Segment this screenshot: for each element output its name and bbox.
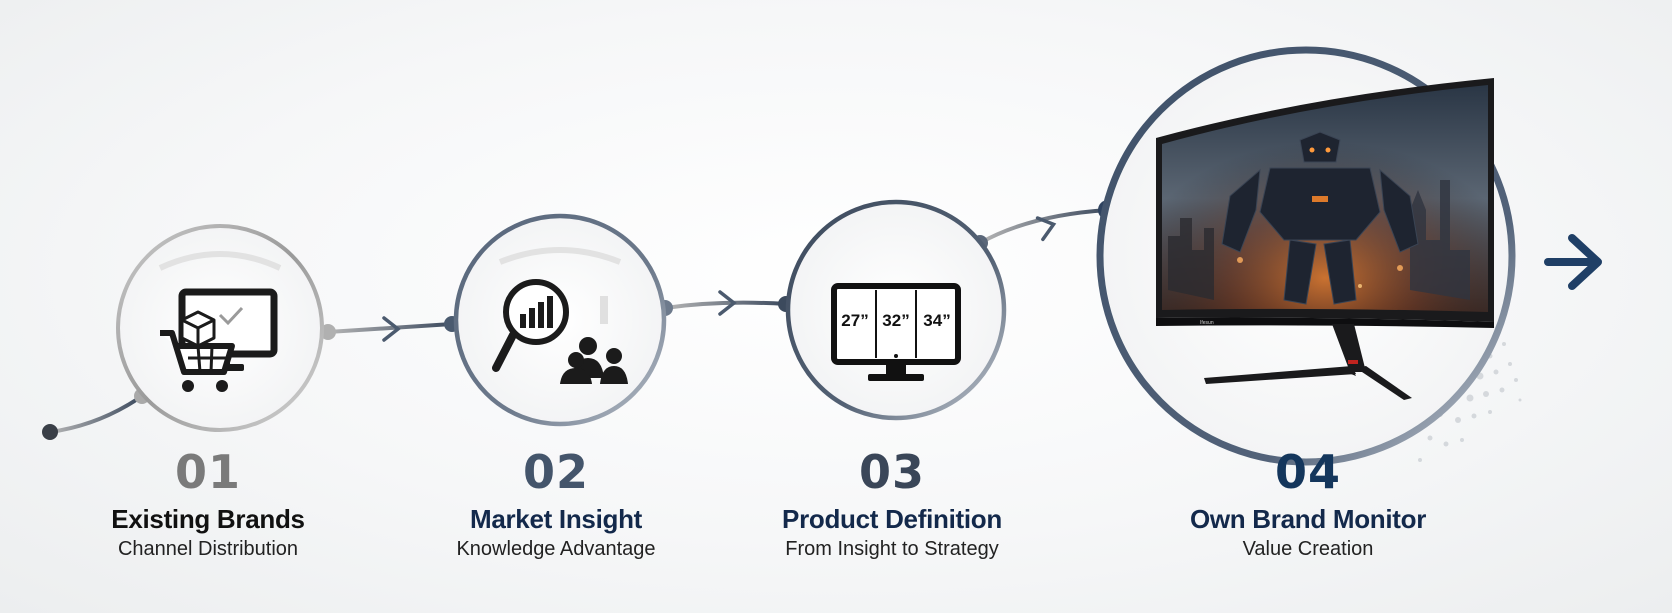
step-2-number: 02	[522, 445, 589, 499]
step-2-circle	[453, 213, 667, 427]
connector-arrow-icon	[1035, 216, 1057, 242]
step-1-subtitle: Channel Distribution	[117, 538, 299, 560]
size-label-32: 32”	[882, 311, 909, 330]
step-4-number: 04	[1274, 445, 1341, 499]
size-label-34: 34”	[923, 311, 950, 330]
arrow-right-icon	[1544, 234, 1602, 290]
monitor-sizes-icon: 27” 32” 34”	[831, 283, 961, 381]
step-1-circle	[116, 224, 324, 432]
curved-gaming-monitor-image: Ifesun	[1156, 78, 1494, 400]
step-2-text: 02 Market Insight Knowledge Advantage	[376, 446, 736, 562]
connector-arrow-icon	[382, 316, 401, 342]
step-2-title: Market Insight	[469, 504, 643, 534]
step-4-subtitle: Value Creation	[1242, 538, 1374, 560]
size-label-27: 27”	[841, 311, 868, 330]
magnifier-chart-people-icon	[492, 279, 628, 384]
start-node	[42, 424, 58, 440]
step-3-title: Product Definition	[782, 504, 1002, 534]
step-4-circle: Ifesun	[1096, 46, 1516, 466]
step-1-text: 01 Existing Brands Channel Distribution	[28, 446, 388, 562]
step-2-subtitle: Knowledge Advantage	[456, 538, 656, 560]
step-4-text: 04 Own Brand Monitor Value Creation	[1128, 446, 1488, 562]
connector-1-2	[320, 316, 460, 342]
step-3-circle: 27” 32” 34”	[785, 199, 1007, 421]
step-4-title: Own Brand Monitor	[1189, 504, 1427, 534]
connector-3-4	[972, 200, 1118, 251]
connector-start	[42, 388, 150, 440]
cart-monitor-icon	[160, 288, 278, 392]
step-1-number: 01	[174, 445, 241, 499]
connector-2-3	[657, 290, 794, 316]
monitor-brand-label: Ifesun	[1200, 320, 1214, 326]
step-1-title: Existing Brands	[111, 504, 305, 534]
step-3-subtitle: From Insight to Strategy	[785, 538, 999, 560]
step-3-number: 03	[858, 445, 925, 499]
step-3-text: 03 Product Definition From Insight to St…	[712, 446, 1072, 562]
connector-arrow-icon	[718, 290, 737, 316]
